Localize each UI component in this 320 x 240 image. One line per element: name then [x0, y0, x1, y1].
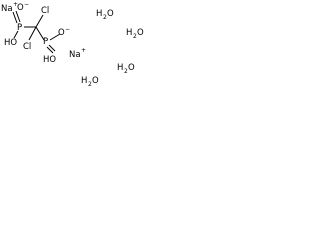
- bond-p-left-o-double-a: [12, 11, 18, 24]
- water-2: H 2 O: [126, 28, 144, 40]
- water-3-two: 2: [88, 81, 92, 88]
- water-3-h: H: [81, 76, 87, 86]
- atom-o-right: O: [58, 28, 65, 38]
- water-3: H 2 O: [81, 76, 99, 88]
- water-2-h: H: [126, 28, 132, 38]
- charge-na-top: +: [13, 1, 18, 8]
- atom-o-top: O: [17, 3, 24, 13]
- water-4: H 2 O: [117, 63, 135, 75]
- atom-p-right: P: [43, 37, 48, 47]
- water-3-o: O: [92, 76, 99, 86]
- bond-c-cl-top: [35, 14, 44, 28]
- bond-lines: [12, 10, 61, 54]
- atom-p-left: P: [17, 23, 22, 33]
- bond-c-p-right: [35, 26, 45, 41]
- atom-na-right: Na: [69, 50, 81, 60]
- atom-na-top: Na: [1, 4, 13, 14]
- bond-p-right-o-double-b: [48, 44, 56, 52]
- water-2-o: O: [137, 28, 144, 38]
- bond-c-cl-left: [28, 26, 37, 41]
- bond-p-right-o-double-a: [46, 46, 54, 54]
- atom-cl-left: Cl: [23, 42, 31, 52]
- structure-diagram: Na + O − P HO Cl Cl P HO O − Na + H 2 O …: [1, 1, 144, 88]
- water-1: H 2 O: [96, 9, 114, 21]
- water-1-o: O: [107, 9, 114, 19]
- charge-o-right: −: [65, 26, 70, 33]
- water-4-o: O: [128, 63, 135, 73]
- bond-p-right-o-minus: [49, 33, 61, 41]
- water-1-two: 2: [103, 14, 107, 21]
- water-4-two: 2: [124, 68, 128, 75]
- water-2-two: 2: [133, 33, 137, 40]
- atom-ho-left: HO: [4, 38, 17, 48]
- atom-cl-top: Cl: [41, 6, 49, 16]
- water-1-h: H: [96, 9, 102, 19]
- bond-p-left-o-double-b: [15, 10, 21, 23]
- water-4-h: H: [117, 63, 123, 73]
- charge-na-right: +: [81, 47, 86, 54]
- charge-o-top: −: [24, 1, 29, 8]
- atom-ho-right: HO: [43, 55, 56, 65]
- bond-p-left-oh: [13, 30, 19, 39]
